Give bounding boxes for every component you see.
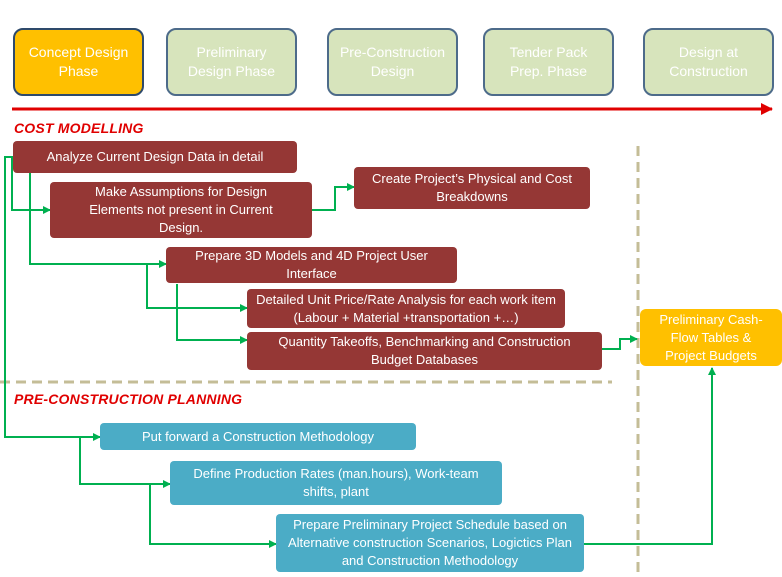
section-title-cost-modelling: COST MODELLING (14, 120, 144, 136)
phase-tender-pack-prep: Tender Pack Prep. Phase (483, 28, 614, 96)
connector-3d-to-unit-price (146, 264, 248, 312)
phase-design-at-construction: Design at Construction (643, 28, 774, 96)
connector-assumptions-to-breakdowns (312, 183, 355, 211)
connector-production-to-schedule (149, 484, 277, 548)
section-title-pre-construction-planning: PRE-CONSTRUCTION PLANNING (14, 391, 243, 407)
box-analyze-design-data: Analyze Current Design Data in detail (13, 141, 297, 173)
connector-schedule-to-output (584, 367, 716, 545)
box-physical-cost-breakdowns: Create Project’s Physical and Cost Break… (354, 167, 590, 209)
connector-analyze-to-assumptions (11, 157, 51, 214)
connector-quantity-to-output (602, 335, 638, 350)
phase-pre-construction-design: Pre-Construction Design (327, 28, 458, 96)
phase-concept-design: Concept Design Phase (13, 28, 144, 96)
box-construction-methodology: Put forward a Construction Methodology (100, 423, 416, 450)
phase-preliminary-design: Preliminary Design Phase (166, 28, 297, 96)
box-quantity-takeoffs: Quantity Takeoffs, Benchmarking and Cons… (247, 332, 602, 370)
box-production-rates: Define Production Rates (man.hours), Wor… (170, 461, 502, 505)
box-cash-flow-budgets: Preliminary Cash-Flow Tables & Project B… (640, 309, 782, 366)
box-preliminary-schedule: Prepare Preliminary Project Schedule bas… (276, 514, 584, 572)
box-unit-price-analysis: Detailed Unit Price/Rate Analysis for ea… (247, 289, 565, 328)
connector-analyze-to-methodology (4, 156, 101, 441)
connector-3d-to-quantity (176, 284, 248, 344)
box-3d-4d-models: Prepare 3D Models and 4D Project User In… (166, 247, 457, 283)
box-make-assumptions: Make Assumptions for Design Elements not… (50, 182, 312, 238)
connector-methodology-to-production (79, 437, 171, 488)
